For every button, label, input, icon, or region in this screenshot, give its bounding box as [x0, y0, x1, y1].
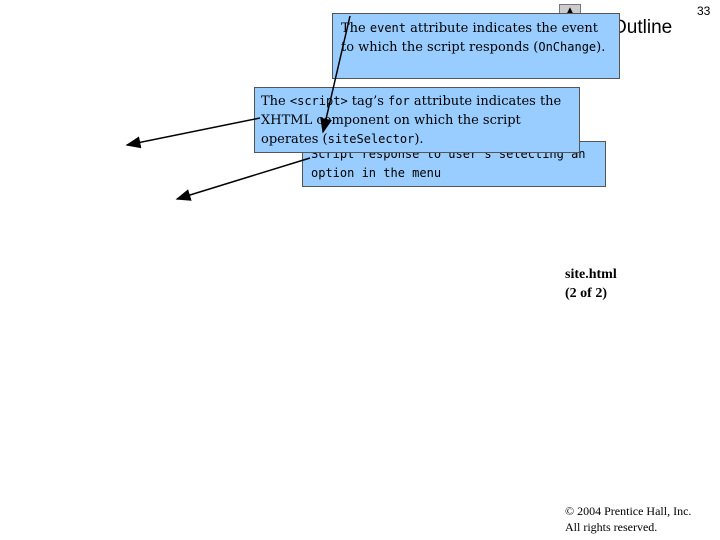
- callout-code: siteSelector: [327, 132, 415, 146]
- file-label: site.html (2 of 2): [565, 265, 617, 303]
- callout-text: ).: [596, 40, 606, 55]
- callout-text: tag’s: [347, 94, 389, 109]
- arrow-for: [125, 117, 261, 149]
- copyright-line: © 2004 Prentice Hall, Inc.: [565, 504, 692, 518]
- callout-event-attribute: The event attribute indicates the event …: [332, 13, 620, 79]
- callout-text: ).: [414, 132, 424, 147]
- nav-up-icon: ▲: [566, 6, 574, 16]
- file-page: (2 of 2): [565, 286, 607, 301]
- arrow-script-response: [175, 157, 311, 201]
- callout-text: The: [261, 94, 290, 109]
- copyright-notice: © 2004 Prentice Hall, Inc. All rights re…: [565, 503, 691, 535]
- callout-line: option in the menu: [311, 166, 442, 180]
- callout-code: <script>: [289, 94, 348, 108]
- arrow-event: [320, 15, 351, 134]
- file-name: site.html: [565, 267, 617, 282]
- callout-text: The: [341, 21, 370, 36]
- slide-number: 33: [697, 4, 711, 18]
- outline-title: Outline: [612, 17, 673, 38]
- callout-code: event: [369, 21, 406, 35]
- copyright-line: All rights reserved.: [565, 520, 658, 534]
- callout-code: for: [388, 94, 410, 108]
- callout-code: OnChange: [538, 40, 597, 54]
- callout-text: attribute indicates the event to which t…: [341, 21, 598, 55]
